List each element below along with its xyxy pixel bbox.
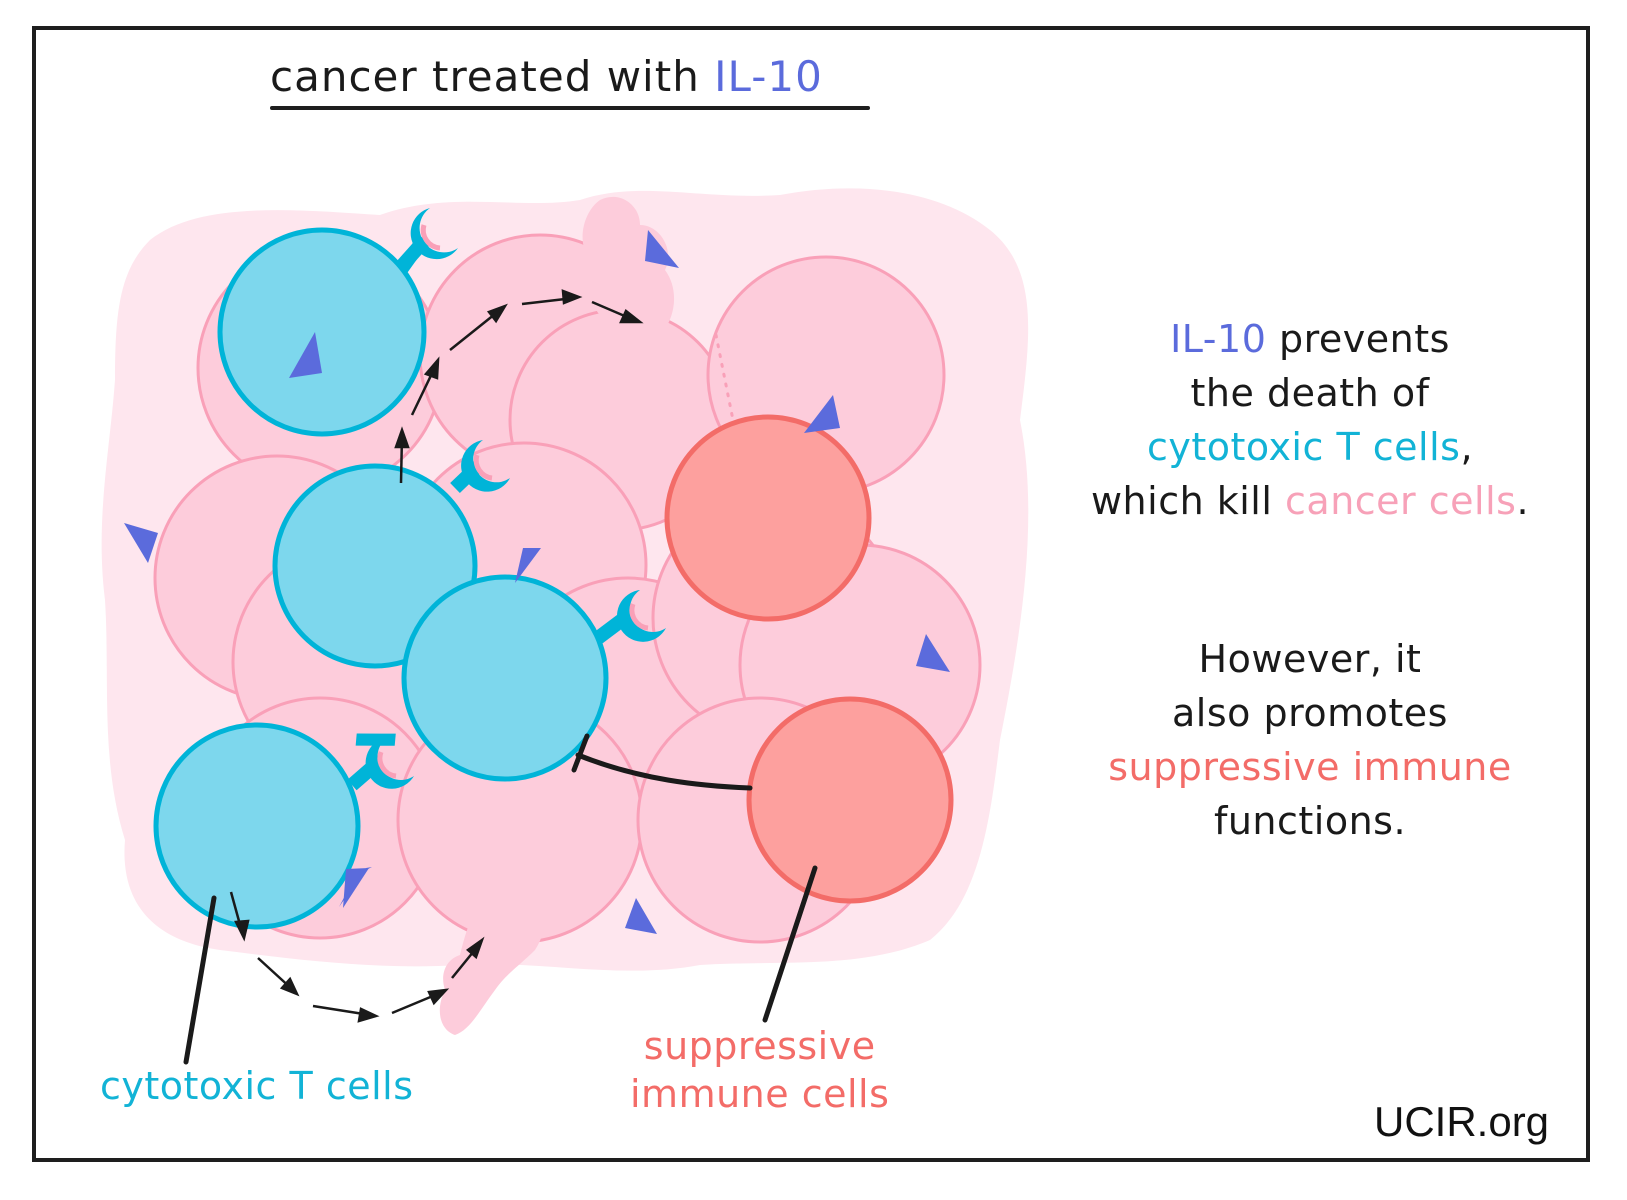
il10-molecule-icon <box>645 230 679 268</box>
explanation-text: prevents <box>1266 317 1450 361</box>
explanation-text: which kill <box>1090 479 1286 523</box>
suppressive-immune-cell <box>746 696 954 904</box>
suppressive-immune-cell <box>664 414 872 622</box>
explanation-text: also promotes <box>1172 691 1448 735</box>
arrow-icon <box>521 289 583 306</box>
cancer-cell-protrusion <box>439 888 546 1035</box>
cytotoxic-t-cell <box>217 227 427 437</box>
explanation-text: , <box>1460 425 1474 469</box>
label-suppressive-immune-cells: suppressive immune cells <box>630 1022 889 1118</box>
label-cytotoxic-t-cells: cytotoxic T cells <box>100 1064 414 1108</box>
il10-molecule-icon <box>804 395 840 433</box>
il10-molecules <box>124 230 950 934</box>
receptor-icon <box>593 590 666 644</box>
arrow-icon <box>229 891 250 942</box>
explanation-text: the death of <box>1190 371 1430 415</box>
explanation-text: functions. <box>1213 799 1407 843</box>
title-highlight-il10: IL-10 <box>714 52 823 101</box>
receptor-icon <box>450 440 510 494</box>
label-line: immune cells <box>630 1072 890 1116</box>
arrow-icon <box>410 356 440 416</box>
arrow-icon <box>449 303 508 351</box>
explanation-text: However, it <box>1198 637 1422 681</box>
title-text: cancer treated with <box>270 52 715 101</box>
explanation-il10-drawback: However, it also promotes suppressive im… <box>1060 632 1560 848</box>
il10-molecule-icon <box>124 523 158 563</box>
arrow-icon <box>257 957 300 997</box>
il10-molecule-icon <box>625 898 657 934</box>
cytotoxic-t-cells <box>153 208 666 930</box>
explanation-il10-benefit: IL-10 prevents the death of cytotoxic T … <box>1060 312 1560 528</box>
arrow-icon <box>394 426 410 484</box>
arrow-icon <box>391 988 450 1015</box>
receptor-icon <box>394 208 458 273</box>
leader-line-tcell <box>183 895 217 1065</box>
suppressive-highlight: suppressive immune <box>1108 745 1512 789</box>
arrow-icon <box>312 1004 380 1023</box>
inhibition-arrow <box>571 733 753 791</box>
cell-boundary-dotted <box>714 333 735 422</box>
brand-watermark: UCIR.org <box>1374 1098 1550 1145</box>
explanation-text: . <box>1516 479 1530 523</box>
title-underline <box>270 106 870 110</box>
label-line: suppressive <box>643 1024 876 1068</box>
leader-line-suppressive <box>762 865 818 1023</box>
arrow-icon <box>451 936 485 979</box>
il10-molecule-icon <box>289 332 322 378</box>
cytotoxic-t-cell <box>153 722 361 930</box>
diagram-frame <box>32 26 1590 1162</box>
il10-molecule-icon <box>916 634 950 672</box>
cancer-cell-protrusion <box>582 196 675 341</box>
receptor-icon <box>347 737 414 791</box>
tcell-highlight: cytotoxic T cells <box>1146 425 1461 469</box>
il10-molecule-icon <box>515 548 541 583</box>
arrow-icon <box>591 300 644 324</box>
cancer-cells-highlight: cancer cells <box>1285 479 1517 523</box>
il10-molecule-icon <box>343 868 369 908</box>
cytotoxic-t-cell <box>401 574 609 782</box>
diagram-title: cancer treated with IL-10 <box>270 52 870 114</box>
migration-arrows <box>229 289 644 1023</box>
suppressive-immune-cells <box>664 414 954 904</box>
il10-highlight: IL-10 <box>1170 317 1267 361</box>
